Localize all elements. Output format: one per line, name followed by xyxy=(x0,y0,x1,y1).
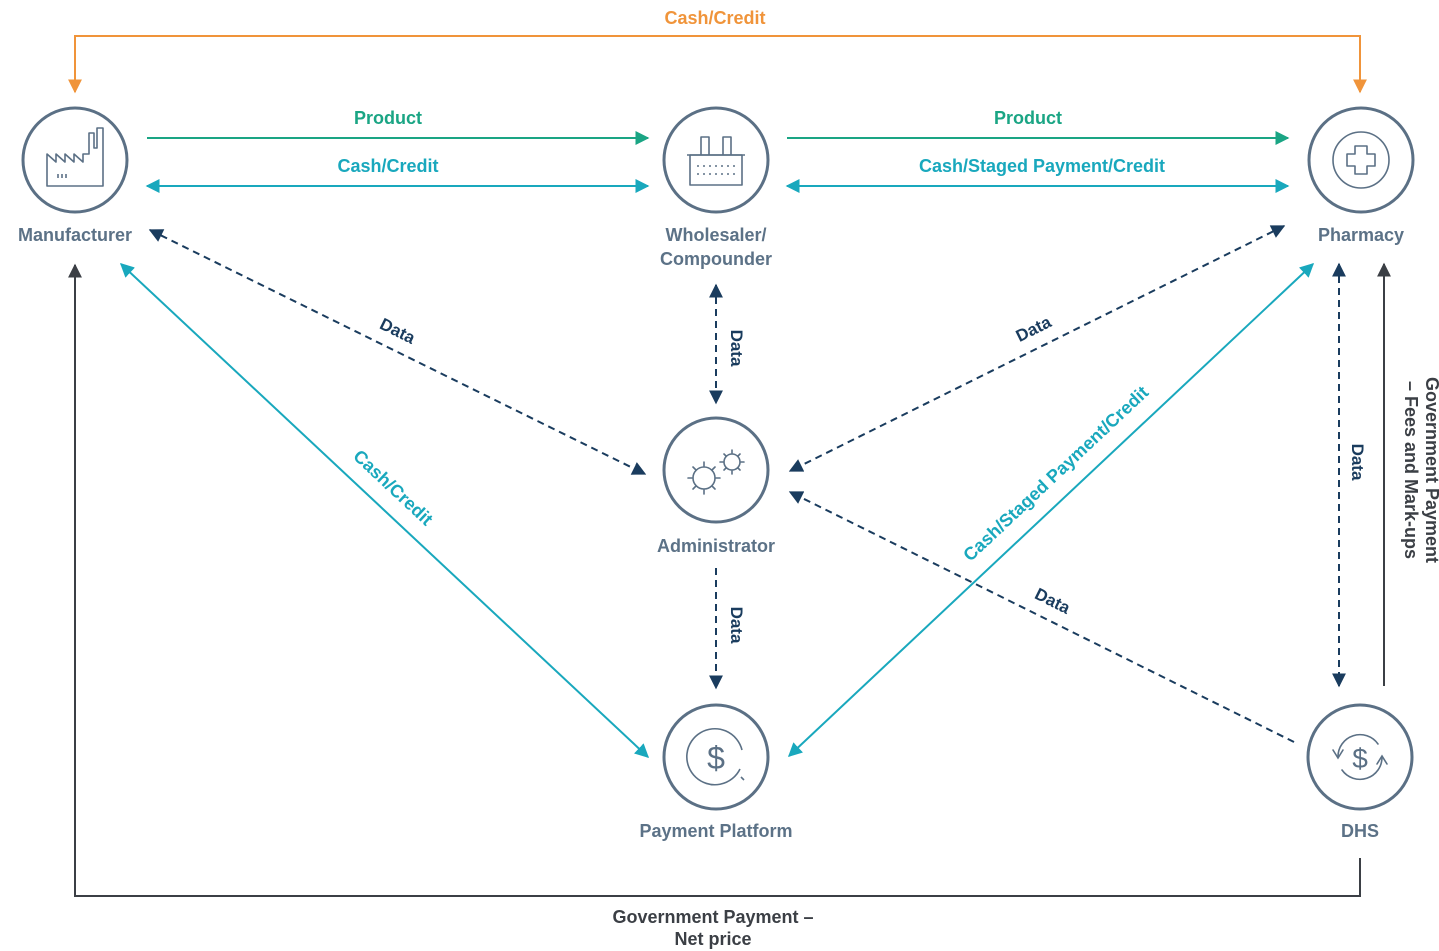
edge-label-admin-pp-data: Data xyxy=(727,607,746,644)
edge-label-pp-ph-cash: Cash/Staged Payment/Credit xyxy=(959,382,1152,565)
gears-icon xyxy=(687,449,745,495)
edge-mfr-whs-product: Product xyxy=(147,108,650,145)
node-label-dhs: DHS xyxy=(1341,821,1379,841)
node-manufacturer: Manufacturer xyxy=(18,106,132,245)
node-label-manufacturer: Manufacturer xyxy=(18,225,132,245)
svg-text:$: $ xyxy=(1352,743,1368,774)
edge-label-mfr-whs-cash: Cash/Credit xyxy=(337,156,438,176)
edge-label-whs-ph-product: Product xyxy=(994,108,1062,128)
node-dhs: $ DHS xyxy=(1306,703,1414,841)
edge-ph-dhs-data: Data xyxy=(1332,262,1367,688)
edge-label-gov-fees-line2: – Fees and Mark-ups xyxy=(1401,381,1421,559)
edge-label-mfr-admin-data: Data xyxy=(377,314,419,348)
edge-label-ph-dhs-data: Data xyxy=(1348,444,1367,481)
factory-icon xyxy=(46,127,104,187)
edge-mfr-admin-data: Data xyxy=(148,229,647,475)
edge-gov-net: Government Payment – Net price xyxy=(68,263,1361,949)
medical-cross-icon xyxy=(1332,131,1390,189)
node-label-administrator: Administrator xyxy=(657,536,775,556)
edge-label-whs-admin-data: Data xyxy=(727,330,746,367)
node-label-wholesaler-line2: Compounder xyxy=(660,249,772,269)
edge-mfr-whs-cash: Cash/Credit xyxy=(145,156,650,193)
edge-pp-ph-cash: Cash/Staged Payment/Credit xyxy=(787,263,1315,757)
edge-label-gov-net-line1: Government Payment – xyxy=(612,907,813,927)
edge-admin-pp-data: Data xyxy=(709,568,746,690)
edge-mfr-pp-cash: Cash/Credit xyxy=(119,263,650,758)
node-label-pharmacy: Pharmacy xyxy=(1318,225,1404,245)
edge-label-mfr-whs-product: Product xyxy=(354,108,422,128)
svg-text:$: $ xyxy=(707,740,725,776)
edge-label-gov-fees-line1: Government Payment xyxy=(1422,377,1439,563)
edge-ph-admin-data: Data xyxy=(788,225,1286,472)
edge-whs-admin-data: Data xyxy=(709,283,746,405)
edge-whs-ph-cash: Cash/Staged Payment/Credit xyxy=(785,156,1290,193)
dollar-cycle-icon: $ xyxy=(1332,733,1388,781)
warehouse-icon xyxy=(687,136,745,186)
node-pharmacy: Pharmacy xyxy=(1307,106,1415,245)
node-label-wholesaler-line1: Wholesaler/ xyxy=(665,225,766,245)
edge-top-cash-credit: Cash/Credit xyxy=(68,8,1367,94)
edge-label-top-cash-credit: Cash/Credit xyxy=(664,8,765,28)
edge-label-ph-admin-data: Data xyxy=(1013,312,1055,346)
dollar-icon: $ xyxy=(686,728,745,786)
edge-label-gov-net-line2: Net price xyxy=(674,929,751,949)
node-administrator: Administrator xyxy=(657,416,775,556)
node-label-payment-platform: Payment Platform xyxy=(639,821,792,841)
edge-label-dhs-admin-data: Data xyxy=(1032,584,1074,618)
edge-label-mfr-pp-cash: Cash/Credit xyxy=(349,446,436,530)
edge-whs-ph-product: Product xyxy=(787,108,1290,145)
node-payment-platform: $ Payment Platform xyxy=(639,703,793,841)
edge-gov-fees: Government Payment – Fees and Mark-ups xyxy=(1377,262,1439,686)
edge-label-whs-ph-cash: Cash/Staged Payment/Credit xyxy=(919,156,1165,176)
edge-dhs-admin-data: Data xyxy=(788,491,1295,743)
node-wholesaler: Wholesaler/ Compounder xyxy=(660,106,772,269)
